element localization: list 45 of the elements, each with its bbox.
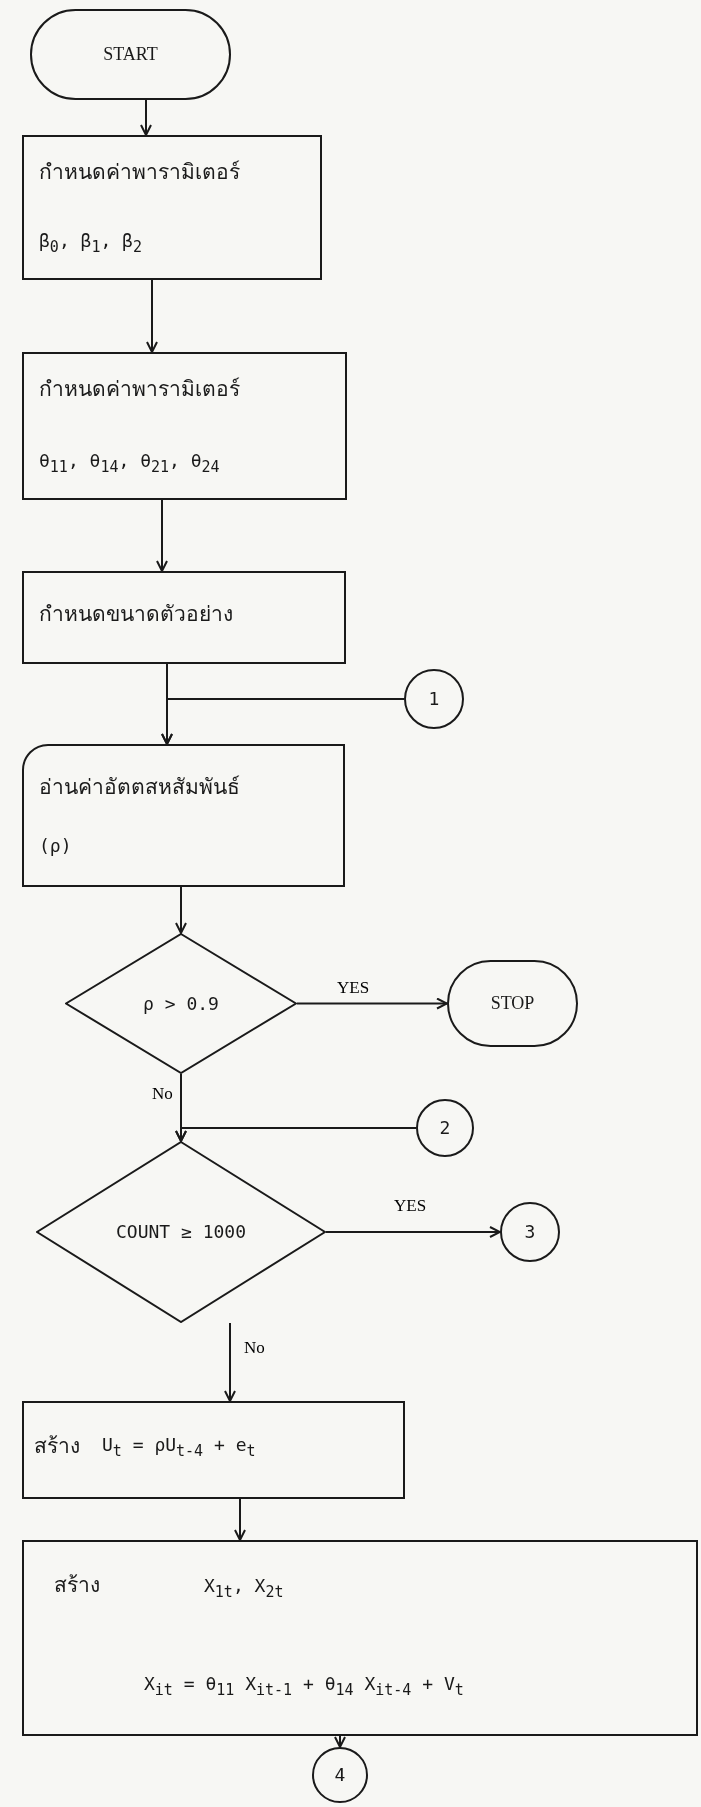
terminal-shape bbox=[447, 960, 578, 1047]
process-box bbox=[22, 1401, 405, 1499]
arrow bbox=[140, 99, 152, 136]
arrow bbox=[161, 698, 405, 745]
connector-circle bbox=[312, 1747, 368, 1803]
connector-number: 4 bbox=[334, 1763, 346, 1787]
formula-text: X$_{1t}$, X$_{2t}$ bbox=[204, 1574, 284, 1603]
step-label: อ่านค่าอัตตสหสัมพันธ์ bbox=[39, 774, 240, 801]
process-box bbox=[22, 135, 322, 280]
process-box bbox=[22, 571, 346, 664]
connector-number: 3 bbox=[524, 1220, 536, 1244]
arrow bbox=[146, 279, 158, 353]
formula-text: θ$_{11}$, θ$_{14}$, θ$_{21}$, θ$_{24}$ bbox=[39, 449, 220, 478]
formula-text: COUNT ≥ 1000 bbox=[116, 1220, 246, 1244]
connector-number: 2 bbox=[439, 1116, 451, 1140]
formula-text: U$_{t}$ = ρU$_{t-4}$ + e$_{t}$ bbox=[102, 1433, 256, 1462]
step-label: สร้าง bbox=[34, 1433, 80, 1460]
arrow bbox=[296, 997, 448, 1010]
formula-text: (ρ) bbox=[39, 834, 72, 858]
connector-circle bbox=[404, 669, 464, 729]
formula-text: START bbox=[103, 42, 158, 66]
arrow bbox=[175, 886, 187, 934]
formula-text: ρ > 0.9 bbox=[143, 991, 219, 1016]
connector-circle bbox=[500, 1202, 560, 1262]
decision-diamond bbox=[36, 1141, 326, 1323]
process-box bbox=[22, 352, 347, 500]
formula-text: X$_{it}$ = θ$_{11}$ X$_{it-1}$ + θ$_{14}$ X$_{it-4}$ + V$_{t}$ bbox=[144, 1672, 464, 1701]
step-label: สร้าง bbox=[54, 1572, 100, 1599]
arrow bbox=[325, 1226, 501, 1238]
formula-text: β$_{0}$, β$_{1}$, β$_{2}$ bbox=[39, 229, 142, 258]
step-label: กำหนดค่าพารามิเตอร์ bbox=[39, 159, 240, 186]
process-box bbox=[22, 1540, 698, 1736]
arrow bbox=[156, 499, 168, 572]
connector-number: 1 bbox=[428, 687, 440, 711]
connector-circle bbox=[416, 1099, 474, 1157]
arrow bbox=[175, 1127, 417, 1142]
arrow bbox=[224, 1322, 236, 1402]
step-label: กำหนดขนาดตัวอย่าง bbox=[39, 601, 233, 628]
decision-diamond bbox=[65, 933, 297, 1074]
step-label: กำหนดค่าพารามิเตอร์ bbox=[39, 376, 240, 403]
arrow bbox=[334, 1735, 346, 1748]
formula-text: STOP bbox=[490, 991, 535, 1015]
arrow bbox=[234, 1498, 246, 1541]
terminal-shape bbox=[30, 9, 231, 100]
input-box bbox=[22, 744, 345, 887]
